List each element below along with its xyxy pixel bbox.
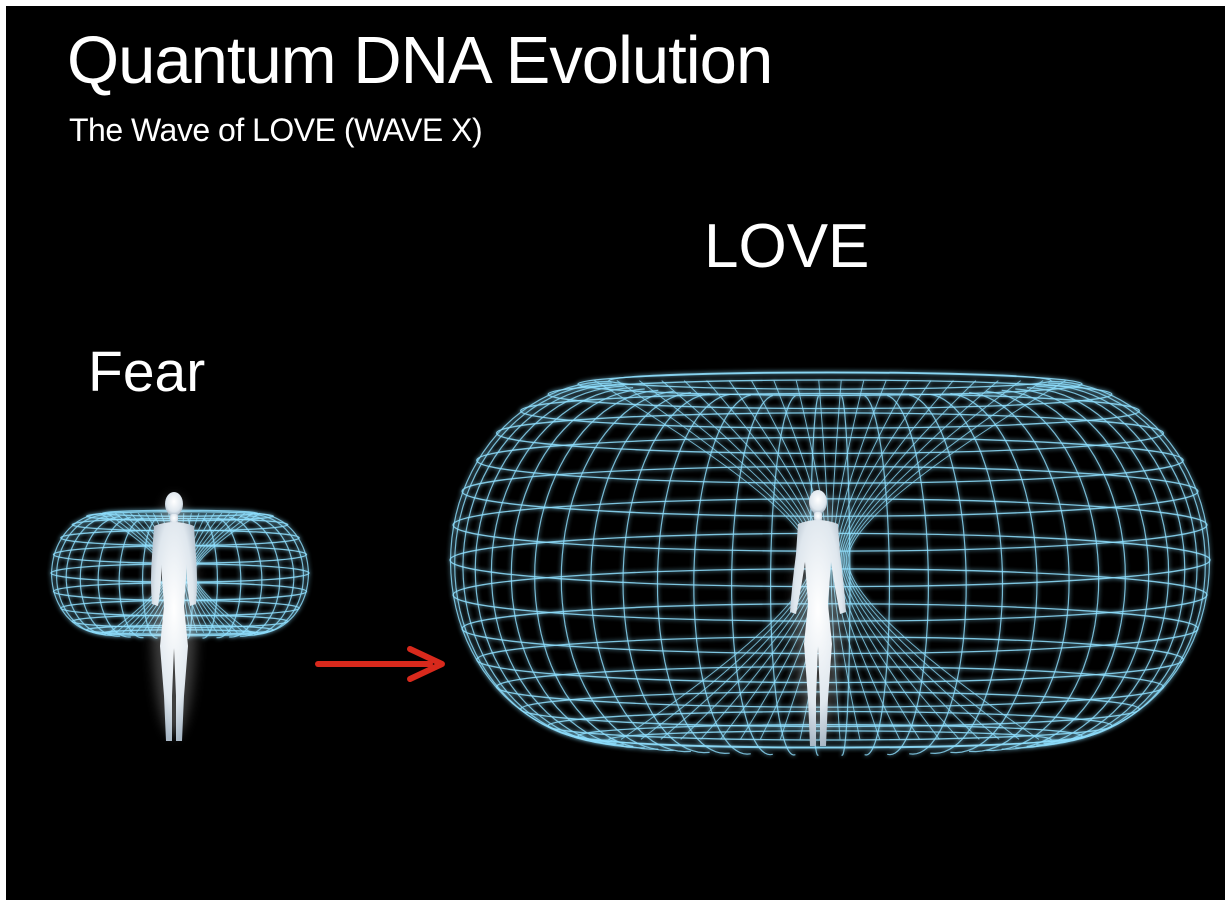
torus-meridian-line <box>930 393 1004 755</box>
torus-meridian-line <box>534 389 659 750</box>
fear-human-figure <box>151 492 197 741</box>
torus-vortex-line <box>844 380 1021 740</box>
torus-meridian-line <box>79 516 121 637</box>
torus-meridian-line <box>693 394 751 755</box>
diagram-art <box>50 371 1211 756</box>
torus-parallel-ring <box>608 730 1052 749</box>
torus-meridian-line <box>65 515 112 636</box>
torus-vortex-line <box>594 380 813 740</box>
torus-meridian-line <box>909 394 967 755</box>
torus-meridian-line <box>864 395 890 756</box>
torus-vortex-line <box>842 380 999 740</box>
torus-vortex-line <box>847 380 1066 740</box>
torus-vortex-line <box>838 380 954 740</box>
torus-meridian-line <box>97 516 131 638</box>
torus-parallel-ring <box>476 436 1184 484</box>
fear-label: Fear <box>88 340 206 404</box>
torus-meridian-line <box>770 395 796 756</box>
diagram-canvas: Quantum DNA Evolution The Wave of LOVE (… <box>6 6 1225 900</box>
torus-meridian-line <box>50 513 103 634</box>
diagram-subtitle: The Wave of LOVE (WAVE X) <box>69 112 483 148</box>
love-human-figure <box>790 489 846 746</box>
torus-meridian-line <box>248 515 295 636</box>
torus-vortex-line <box>840 380 977 740</box>
torus-meridian-line <box>1001 389 1126 750</box>
torus-meridian-line <box>449 380 610 741</box>
torus-meridian-line <box>1048 382 1206 743</box>
torus-meridian-line <box>239 516 281 637</box>
torus-meridian-line <box>1050 380 1211 741</box>
torus-meridian-line <box>560 390 674 752</box>
torus-vortex-line <box>639 380 816 740</box>
torus-meridian-line <box>886 394 930 756</box>
torus-parallel-ring <box>520 392 1140 429</box>
torus-meridian-line <box>1015 388 1150 749</box>
torus-parallel-ring <box>577 372 1083 396</box>
torus-meridian-line <box>462 384 617 744</box>
torus-vortex-line <box>616 380 815 740</box>
torus-meridian-line <box>257 513 310 634</box>
torus-meridian-line <box>730 394 774 756</box>
diagram-title: Quantum DNA Evolution <box>67 23 773 98</box>
torus-meridian-line <box>454 382 612 743</box>
torus-meridian-line <box>1026 387 1170 747</box>
torus-parallel-ring <box>577 724 1083 748</box>
torus-meridian-line <box>490 387 634 747</box>
torus-meridian-line <box>622 393 710 754</box>
torus-meridian-line <box>510 388 645 749</box>
torus-meridian-line <box>254 514 305 635</box>
torus-meridian-line <box>656 393 730 755</box>
torus-parallel-ring <box>547 379 1113 410</box>
torus-meridian-line <box>969 392 1070 753</box>
torus-parallel-ring <box>495 412 1165 455</box>
torus-meridian-line <box>1036 385 1186 746</box>
torus-meridian-line <box>474 385 624 746</box>
torus-vortex-line <box>845 380 1044 740</box>
torus-meridian-line <box>986 390 1100 752</box>
torus-parallel-ring <box>608 371 1052 390</box>
torus-meridian-line <box>950 393 1038 754</box>
right-arrow-icon <box>315 646 445 682</box>
torus-meridian-line <box>229 516 263 638</box>
love-label: LOVE <box>704 212 870 281</box>
torus-meridian-line <box>590 392 691 753</box>
torus-meridian-line <box>1043 384 1198 744</box>
torus-meridian-line <box>55 514 106 635</box>
